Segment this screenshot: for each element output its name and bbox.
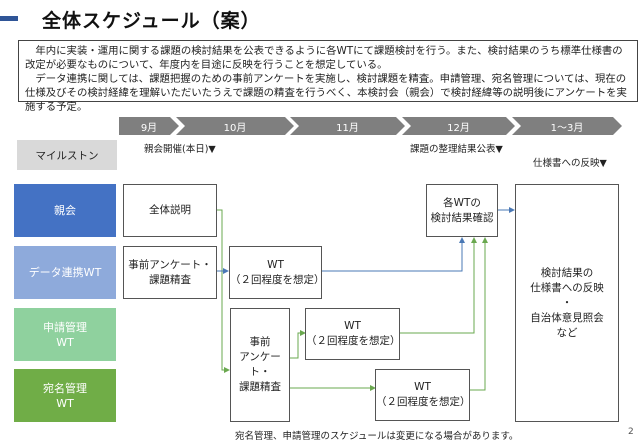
wt3-line2: （２回程度を想定） (376, 396, 471, 408)
row-label-atena-line1: 宛名管理 (43, 381, 87, 395)
survey1-line1: 事前アンケート・ (128, 258, 212, 271)
page-title: 全体スケジュール（案） (42, 10, 261, 32)
wt3-line1: WT (414, 381, 431, 393)
row-label-atena-wt: 宛名管理 WT (14, 369, 116, 422)
arrow-wt2-to-confirm (400, 237, 477, 334)
row-label-shinsei-line2: WT (56, 335, 74, 349)
reflect-line5: など (556, 326, 578, 339)
wt2-line2: （２回程度を想定） (306, 335, 401, 347)
month-sep: 9月 (119, 117, 179, 135)
month-jan-mar: 1〜3月 (512, 117, 622, 135)
box-result-confirm: 各WTの 検討結果確認 (426, 184, 498, 237)
milestone-publish: 課題の整理結果公表▼ (410, 144, 503, 155)
confirm-line2: 検討結果確認 (430, 211, 494, 224)
arrow-wt1-to-confirm (322, 237, 465, 272)
box-wt-atena: WT （２回程度を想定） (375, 369, 471, 421)
row-label-atena-line2: WT (56, 396, 74, 410)
milestone-kickoff: 親会開催(本日)▼ (144, 144, 216, 155)
survey2-line2: アンケート・ (239, 351, 281, 378)
row-label-oyakai: 親会 (14, 184, 116, 237)
box-survey-data-wt: 事前アンケート・ 課題精査 (123, 246, 217, 299)
row-label-data-wt: データ連携WT (14, 246, 116, 299)
box-spec-reflect: 検討結果の 仕様書への反映 ・ 自治体意見照会 など (515, 184, 619, 422)
summary-line-2: データ連携に関しては、課題把握のための事前アンケートを実施し、検討課題を精査。申… (25, 73, 627, 113)
arrow-wt3-to-confirm (470, 237, 488, 391)
survey1-line2: 課題精査 (149, 273, 191, 286)
milestone-label: マイルストン (17, 140, 117, 170)
wt2-line1: WT (344, 320, 361, 332)
month-nov: 11月 (290, 117, 405, 135)
footnote: 宛名管理、申請管理のスケジュールは変更になる場合があります。 (235, 431, 519, 442)
month-dec: 12月 (402, 117, 515, 135)
box-zentai-setsumei: 全体説明 (123, 184, 217, 237)
month-oct: 10月 (176, 117, 294, 135)
box-wt-data: WT （２回程度を想定） (229, 246, 325, 299)
page-number: 2 (628, 427, 634, 437)
box-wt-shinsei: WT （２回程度を想定） (305, 308, 401, 360)
confirm-line1: 各WTの (443, 196, 481, 209)
reflect-line4: 自治体意見照会 (530, 311, 604, 324)
title-accent-bar (0, 16, 18, 21)
reflect-line3: ・ (561, 296, 573, 309)
summary-box: 年内に実装・運用に関する課題の検討結果を公表できるように各WTにて課題検討を行う… (18, 40, 638, 113)
box-survey-shinsei-atena: 事前 アンケート・ 課題精査 (230, 308, 290, 422)
milestone-spec-update: 仕様書への反映▼ (533, 158, 607, 169)
arrow-explain-to-survey2 (217, 209, 230, 373)
reflect-line2: 仕様書への反映 (530, 281, 604, 294)
wt1-line2: （２回程度を想定） (230, 273, 325, 286)
arrow-survey2-to-wt2 (290, 330, 306, 359)
survey2-line3: 課題精査 (239, 381, 281, 393)
reflect-line1: 検討結果の (540, 266, 594, 279)
summary-line-1: 年内に実装・運用に関する課題の検討結果を公表できるように各WTにて課題検討を行う… (25, 45, 623, 71)
survey2-line1: 事前 (249, 336, 271, 348)
row-label-shinsei-line1: 申請管理 (43, 320, 87, 334)
wt1-line1: WT (267, 258, 284, 271)
row-label-shinsei-wt: 申請管理 WT (14, 308, 116, 361)
